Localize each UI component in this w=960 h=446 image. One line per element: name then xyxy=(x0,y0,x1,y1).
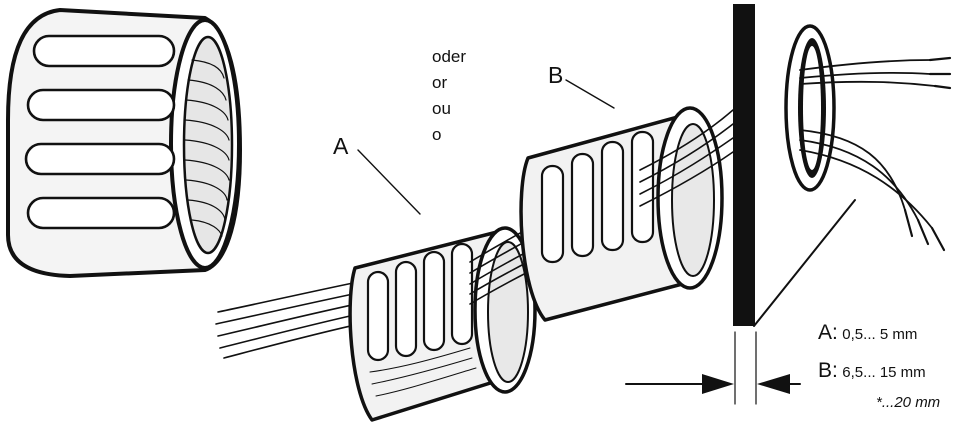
leader-b xyxy=(565,79,615,109)
callout-a: A xyxy=(333,133,349,159)
exiting-wires xyxy=(799,59,936,229)
thickness-dimension xyxy=(625,331,801,405)
wall-hole xyxy=(784,24,836,192)
ring-a-grips xyxy=(366,242,474,362)
lang-word-it: o xyxy=(432,125,442,144)
ring-b xyxy=(519,106,724,322)
wire-bundle-to-wall xyxy=(639,109,734,207)
spec-note: *...20 mm xyxy=(876,394,941,411)
loose-nut xyxy=(6,8,242,278)
spec-value-b: 6,5... 15 mm xyxy=(842,364,926,381)
spec-row-b: B: 6,5... 15 mm xyxy=(818,360,926,381)
panel-edge xyxy=(753,199,856,327)
wire-ends xyxy=(903,56,952,252)
callout-b: B xyxy=(548,62,564,88)
nut-grips xyxy=(24,34,176,230)
lang-word-en: or xyxy=(432,73,448,92)
spec-key-a: A: xyxy=(818,321,838,344)
leader-a xyxy=(357,149,421,215)
lang-word-fr: ou xyxy=(432,99,451,118)
lang-word-de: oder xyxy=(432,47,467,66)
ring-b-grips xyxy=(540,130,655,264)
spec-value-a: 0,5... 5 mm xyxy=(842,326,918,343)
panel-wall xyxy=(733,4,856,327)
ring-a-thread xyxy=(369,347,477,397)
spec-key-b: B: xyxy=(818,359,838,382)
nut-thread xyxy=(184,59,230,237)
ring-a xyxy=(348,226,537,422)
nut-bore xyxy=(182,35,234,255)
spec-row-a: A: 0,5... 5 mm xyxy=(818,322,917,343)
